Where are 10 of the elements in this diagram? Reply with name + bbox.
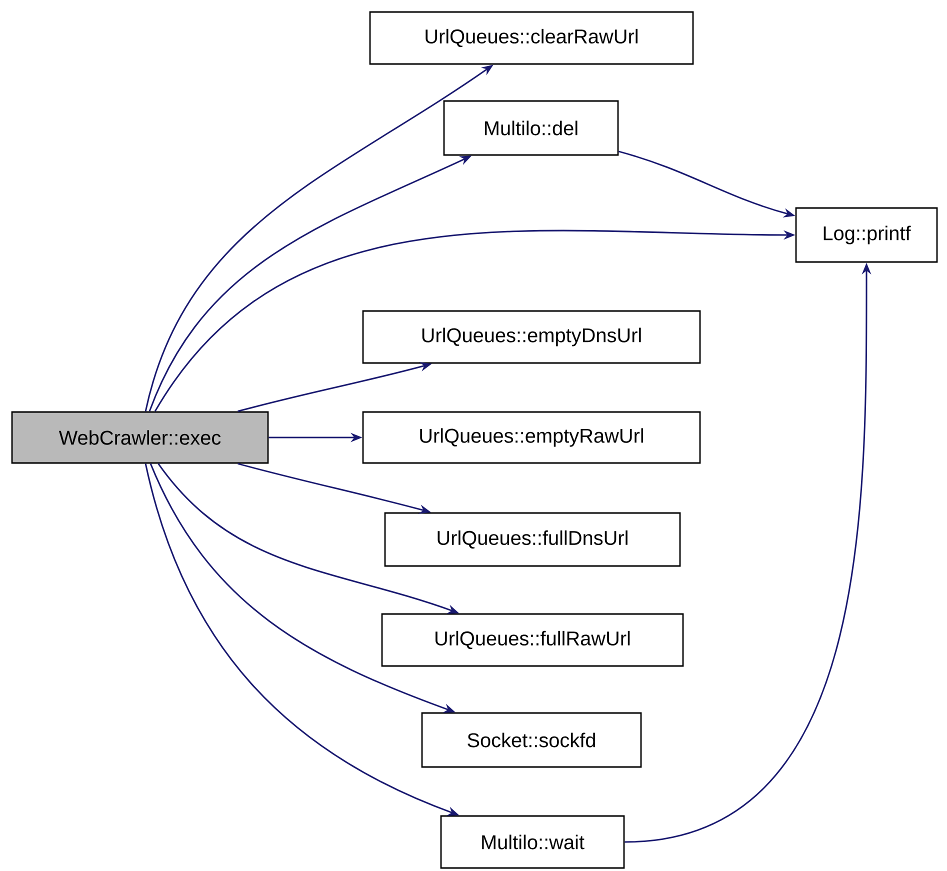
function-box: Socket::sockfd	[421, 712, 642, 768]
function-box: UrlQueues::fullDnsUrl	[384, 512, 681, 567]
function-box: UrlQueues::fullRawUrl	[381, 613, 684, 667]
function-box: WebCrawler::exec	[11, 411, 269, 464]
function-box: Multilo::del	[443, 100, 619, 156]
function-box: UrlQueues::emptyDnsUrl	[362, 310, 701, 364]
function-box: Log::printf	[795, 207, 938, 263]
function-box: UrlQueues::emptyRawUrl	[362, 411, 701, 464]
function-box: UrlQueues::clearRawUrl	[369, 11, 694, 65]
function-box: Multilo::wait	[440, 815, 625, 869]
